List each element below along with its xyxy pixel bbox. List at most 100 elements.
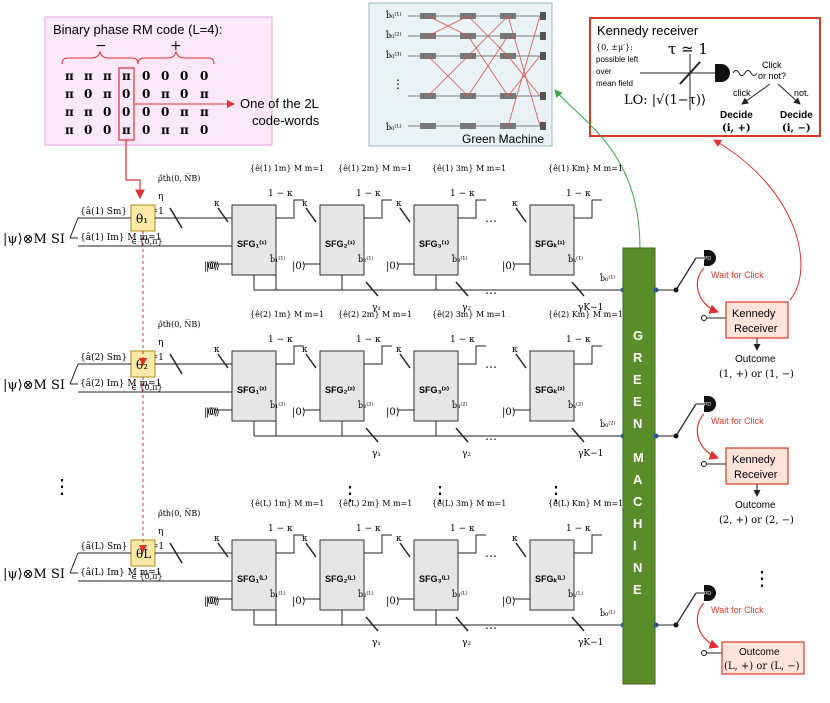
one-minus-kappa-label: 1 − κ bbox=[566, 524, 591, 534]
rm-brace-minus bbox=[61, 50, 139, 65]
kennedy-link-arrow bbox=[713, 139, 802, 301]
vacuum-label: |0⟩ bbox=[206, 407, 220, 418]
rm-matrix-cell: π bbox=[122, 69, 131, 83]
gm-inset-detector bbox=[540, 52, 546, 60]
b-mode-label: b̂₁⁽ᴸ⁾ bbox=[269, 588, 285, 599]
kappa-label: κ bbox=[214, 345, 220, 355]
psi-label: |ψ⟩⊗M SI bbox=[3, 567, 65, 582]
sfg-output-loop bbox=[458, 199, 486, 219]
sfg-output-loop bbox=[276, 345, 304, 365]
e-mode-label: {ê(2) 2m} M m=1 bbox=[338, 310, 412, 319]
kennedy-beamsplitter bbox=[679, 61, 701, 85]
idler-mode-label: {â(2) Im} M m=1 bbox=[80, 378, 161, 389]
kappa-beamsplitter bbox=[399, 542, 411, 558]
green-bar-letter: R bbox=[633, 350, 643, 365]
green-bar-letter: H bbox=[633, 516, 642, 531]
sfg-label: SFG₁⁽ᴸ⁾ bbox=[237, 574, 267, 584]
one-minus-kappa-label: 1 − κ bbox=[450, 524, 475, 534]
switch-arm bbox=[675, 403, 697, 437]
gm-inset-caption: Green Machine bbox=[462, 132, 544, 146]
rm-to-theta-arrow bbox=[125, 140, 145, 200]
gm-inset-crossing bbox=[467, 15, 509, 57]
rm-annotation-line1: One of the 2L bbox=[240, 96, 319, 111]
rm-matrix-cell: 0 bbox=[142, 87, 150, 101]
vacuum-label: |0⟩ bbox=[386, 596, 400, 607]
gamma-label: γ₂ bbox=[462, 303, 471, 313]
green-bar-letter: M bbox=[633, 450, 644, 465]
loss-beamsplitter bbox=[169, 353, 183, 375]
sfg-label: SFG₁⁽¹⁾ bbox=[237, 239, 267, 249]
photodetector-icon bbox=[704, 396, 716, 412]
gm-inset-detector bbox=[540, 122, 546, 130]
signal-mode-label: {â(1) Sm} M m=1 bbox=[80, 206, 164, 217]
gamma-label: γ₁ bbox=[372, 449, 381, 459]
outcome-box bbox=[721, 641, 805, 675]
wait-arrow bbox=[696, 602, 720, 649]
gm-inset-dots: ⋮ bbox=[392, 77, 404, 91]
rm-box-title: Binary phase RM code (L=4): bbox=[53, 22, 222, 37]
phase-set-label: ∈ {0,π} bbox=[131, 572, 163, 581]
kennedy-receiver-box bbox=[725, 301, 789, 339]
gm-inset-detector bbox=[540, 12, 546, 20]
kappa-label: κ bbox=[396, 199, 402, 209]
e-mode-label: {ê(2) Km} M m=1 bbox=[548, 310, 623, 319]
rm-matrix-cell: π bbox=[122, 123, 131, 137]
kappa-beamsplitter bbox=[515, 207, 527, 223]
b0-label: b̂₀⁽¹⁾ bbox=[599, 272, 615, 283]
vacuum-label: |0⟩ bbox=[386, 261, 400, 272]
gm-inset-detector bbox=[540, 32, 546, 40]
gamma-label: γ₁ bbox=[372, 303, 381, 313]
rows-vdots-sfgk: ⋮ bbox=[546, 481, 566, 505]
rm-matrix-cell: π bbox=[161, 87, 170, 101]
gm-inset-crossing bbox=[427, 55, 469, 97]
gamma-beamsplitter bbox=[365, 616, 379, 632]
gamma-beamsplitter bbox=[455, 427, 469, 443]
sfg-label: SFGₖ⁽²⁾ bbox=[535, 385, 565, 395]
eta-label: η bbox=[158, 527, 163, 537]
rows-layer: |ψ⟩⊗M SI{â(1) Sm} M m=1{â(1) Im} M m=1θ₁… bbox=[3, 164, 626, 648]
e-mode-label: {ê(L) 2m} M m=1 bbox=[338, 499, 412, 508]
kennedy-receiver-box bbox=[725, 447, 789, 485]
vacuum-label: |0⟩ bbox=[292, 407, 306, 418]
gamma-beamsplitter bbox=[455, 616, 469, 632]
sfg-label: SFG₂⁽²⁾ bbox=[325, 385, 355, 395]
e-mode-label: {ê(2) 1m} M m=1 bbox=[250, 310, 324, 319]
input-split bbox=[69, 217, 79, 239]
wait-for-click-label: Wait for Click bbox=[711, 416, 764, 426]
rm-matrix-cell: 0 bbox=[142, 69, 150, 83]
b-mode-label: b̂₂⁽²⁾ bbox=[357, 399, 373, 410]
rm-matrix-cell: 0 bbox=[84, 123, 92, 137]
b-mode-label: b̂₂⁽ᴸ⁾ bbox=[357, 588, 373, 599]
one-minus-kappa-label: 1 − κ bbox=[450, 189, 475, 199]
green-bar-letter: A bbox=[633, 472, 643, 487]
gm-inset-crossing bbox=[427, 15, 469, 37]
one-minus-kappa-label: 1 − κ bbox=[356, 189, 381, 199]
sfg-output-loop bbox=[276, 534, 304, 554]
rows-vdots-sfg2: ⋮ bbox=[340, 481, 360, 505]
kennedy-receiver-label-1: Kennedy bbox=[732, 454, 776, 466]
protocol-row-1: |ψ⟩⊗M SI{â(1) Sm} M m=1{â(1) Im} M m=1θ₁… bbox=[3, 164, 626, 313]
kappa-beamsplitter bbox=[217, 542, 229, 558]
sfg-label: SFG₂⁽¹⁾ bbox=[325, 239, 355, 249]
gm-inset-beamsplitter bbox=[460, 123, 476, 129]
idler-mode-label: {â(L) Im} M m=1 bbox=[80, 567, 162, 578]
sfg-box bbox=[231, 539, 277, 611]
gm-inset-drawing bbox=[408, 12, 546, 130]
protocol-row-2: |ψ⟩⊗M SI{â(2) Sm} M m=1{â(2) Im} M m=1θ₂… bbox=[3, 310, 626, 459]
sfg-output-loop bbox=[364, 534, 392, 554]
hdots: … bbox=[485, 429, 497, 443]
phase-label: θ₂ bbox=[136, 358, 148, 372]
kappa-label: κ bbox=[512, 534, 518, 544]
rm-matrix-cell: π bbox=[180, 105, 189, 119]
rm-matrix-cell: π bbox=[65, 87, 74, 101]
vacuum-label: |0⟩ bbox=[206, 596, 220, 607]
kappa-label: κ bbox=[302, 534, 308, 544]
sfg-box bbox=[529, 350, 575, 422]
b0-label: b̂₀⁽ᴸ⁾ bbox=[599, 607, 615, 618]
thermal-label: ρ̂th(0, N̅B) bbox=[158, 174, 200, 183]
switch-contact bbox=[701, 315, 707, 321]
rm-matrix-cell: 0 bbox=[161, 69, 169, 83]
